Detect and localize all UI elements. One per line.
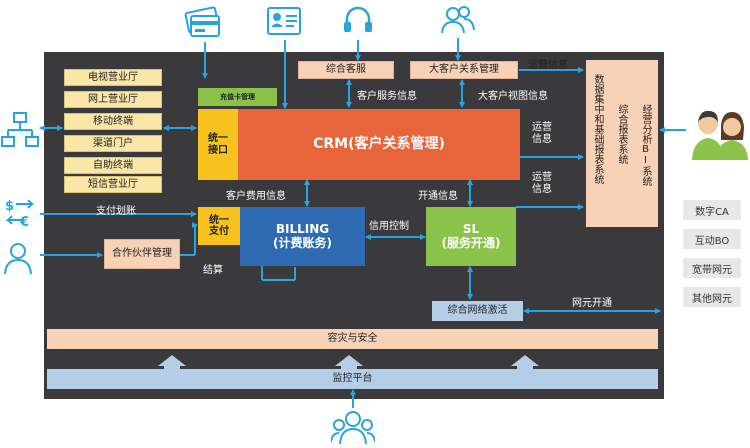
svg-text:$: $ [5,199,14,214]
bi-data-center-label: 数据集中和基础报表系统 [592,74,603,184]
label-ops-info-mid-text: 运营信息 [532,122,552,145]
monitoring-platform-bar[interactable]: 监控平台 [47,369,658,389]
person-icon [4,243,32,275]
label-ne-provision: 网元开通 [572,298,612,309]
key-account-box[interactable]: 大客户关系管理 [410,61,518,79]
network-tag[interactable]: 宽带网元 [683,258,741,278]
label-settlement: 结算 [203,265,223,276]
credit-card-icon [184,6,220,37]
network-activation-box[interactable]: 综合网络激活 [432,301,523,321]
org-chart-icon [1,112,39,147]
currency-exchange-icon: $ € [5,199,35,230]
label-key-customer-view: 大客户视图信息 [478,91,548,102]
sl-title: SL [462,221,480,236]
headset-icon [344,6,372,32]
label-credit-control: 信用控制 [369,221,409,232]
unified-pay-box[interactable]: 统一支付 [198,207,240,245]
network-tag[interactable]: 其他网元 [683,287,741,307]
users-icon [441,6,475,34]
channel-item[interactable]: 移动终端 [64,113,162,130]
label-customer-service-info: 客户服务信息 [357,91,417,102]
disaster-security-bar[interactable]: 容灾与安全 [47,329,658,349]
label-customer-fee-info: 客户费用信息 [226,191,286,202]
sl-box[interactable]: SL (服务开通) [426,207,516,266]
bi-report-label: 综合报表系统 [616,104,627,164]
channel-item[interactable]: 短信营业厅 [64,176,162,193]
analysts-icon [692,110,748,160]
billing-title: BILLING [275,221,330,236]
label-payment-transfer: 支付划账 [96,206,136,217]
partner-box[interactable]: 合作伙伴管理 [104,239,180,269]
crm-box[interactable]: CRM(客户关系管理) [238,109,520,180]
svg-text:€: € [19,215,29,230]
billing-subtitle: (计费账务) [273,235,332,250]
channel-item[interactable]: 电视营业厅 [64,69,162,86]
id-card-icon [267,7,301,35]
customer-service-box[interactable]: 综合客服 [298,61,394,79]
label-ops-info-low-text: 运营信息 [532,172,552,195]
label-ops-info-low: 运营信息 [532,172,554,196]
unified-interface-box[interactable]: 统一接口 [198,109,238,180]
channel-item[interactable]: 渠道门户 [64,135,162,152]
channel-item[interactable]: 网上营业厅 [64,91,162,108]
network-tag[interactable]: 互动BO [683,229,741,249]
network-tag[interactable]: 数字CA [683,200,741,220]
channel-item[interactable]: 自助终端 [64,157,162,174]
label-provision-info: 开通信息 [418,191,458,202]
recharge-card-box[interactable]: 充值卡管理 [198,88,277,106]
unified-interface-label: 统一接口 [208,133,228,156]
bi-analysis-label: 经营分析BI系统 [640,104,651,186]
people-group-icon [331,411,375,445]
unified-pay-label: 统一支付 [209,214,229,238]
label-ops-info-mid: 运营信息 [532,122,554,146]
bi-box[interactable]: 数据集中和基础报表系统 综合报表系统 经营分析BI系统 [586,60,658,227]
label-ops-info-top: 运营信息 [528,60,568,71]
billing-box[interactable]: BILLING (计费账务) [240,207,365,266]
sl-subtitle: (服务开通) [441,235,501,250]
